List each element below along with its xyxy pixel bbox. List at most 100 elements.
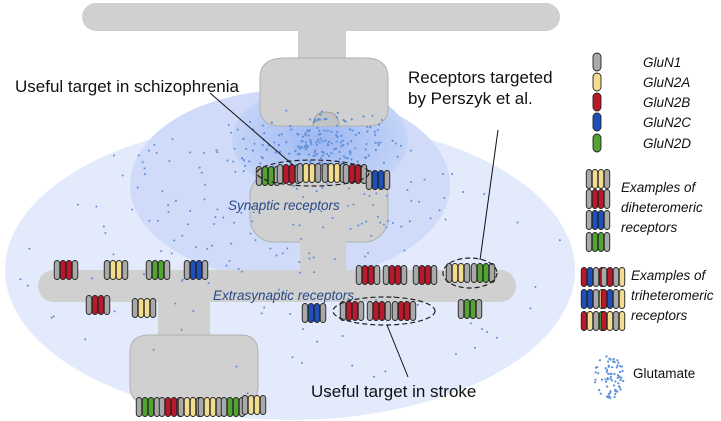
legend-glutamate-dot bbox=[621, 370, 624, 373]
legend-label-glun2d: GluN2D bbox=[643, 136, 691, 151]
synaptic-receptors-label: Synaptic receptors bbox=[228, 198, 340, 213]
legend-diheteromeric-example bbox=[585, 189, 611, 209]
legend-triheteromeric-example bbox=[600, 267, 626, 287]
perszyk-receptor-highlight bbox=[442, 257, 498, 289]
legend-glutamate-dot bbox=[597, 372, 600, 375]
legend-glutamate-dot bbox=[610, 379, 614, 382]
legend-label-glun1: GluN1 bbox=[643, 55, 681, 70]
spine-receptor bbox=[197, 397, 223, 417]
diheteromeric-label-line3: receptors bbox=[621, 220, 678, 235]
legend-diheteromeric-example bbox=[585, 169, 611, 189]
synaptic-receptor bbox=[342, 164, 368, 184]
legend-diheteromeric-example bbox=[585, 232, 611, 252]
legend-glutamate-dot bbox=[609, 377, 612, 380]
legend-glutamate-dot bbox=[598, 389, 601, 392]
perszyk-targeted-receptor bbox=[445, 263, 471, 283]
perszyk-annotation-line1: Receptors targeted bbox=[408, 68, 553, 87]
extrasynaptic-receptor bbox=[355, 265, 381, 285]
legend-glutamate-dot bbox=[620, 376, 623, 379]
spine-receptor bbox=[220, 397, 246, 417]
stroke-annotation: Useful target in stroke bbox=[311, 382, 476, 401]
legend-glutamate-dot bbox=[618, 386, 621, 389]
legend-glutamate-dot bbox=[608, 395, 611, 398]
legend-glutamate-dot bbox=[612, 384, 616, 387]
legend-glutamate-dot bbox=[606, 377, 609, 380]
spine-receptor bbox=[241, 395, 267, 415]
legend-glutamate-dot bbox=[600, 378, 604, 381]
legend-glutamate-dot bbox=[598, 359, 602, 362]
legend-subunit-swatch bbox=[592, 92, 602, 112]
legend-glutamate-dot bbox=[607, 360, 610, 363]
perszyk-leader-line bbox=[479, 129, 499, 261]
glutamate-legend-label: Glutamate bbox=[633, 366, 695, 381]
legend-glutamate-dot bbox=[616, 376, 619, 380]
legend-glutamate-dot bbox=[616, 364, 619, 367]
legend-glutamate-dot bbox=[615, 366, 618, 369]
legend-glutamate-dot bbox=[619, 378, 622, 382]
extrasynaptic-receptor bbox=[131, 298, 157, 318]
receptor-layer bbox=[53, 163, 496, 417]
legend-triheteromeric-example bbox=[600, 289, 626, 309]
legend-diheteromeric-example bbox=[585, 210, 611, 230]
stroke-targeted-receptor bbox=[366, 301, 392, 321]
legend-glutamate-dot bbox=[596, 366, 599, 369]
extrasynaptic-receptor bbox=[145, 260, 171, 280]
diheteromeric-label-line2: diheteromeric bbox=[621, 200, 703, 215]
legend-glutamate-dot bbox=[614, 389, 617, 393]
legend-glutamate-dot bbox=[604, 367, 607, 370]
legend-glutamate-dot bbox=[612, 358, 615, 361]
synaptic-receptor bbox=[296, 163, 322, 183]
legend-glutamate-dot bbox=[620, 365, 623, 368]
legend-label-glun2c: GluN2C bbox=[643, 115, 691, 130]
legend-glutamate-dot bbox=[605, 395, 609, 398]
legend-glutamate-dot bbox=[606, 368, 609, 372]
extrasynaptic-receptor bbox=[301, 303, 327, 323]
legend-glutamate-dot bbox=[605, 355, 608, 358]
legend-subunit-swatch bbox=[592, 72, 602, 92]
extrasynaptic-receptor bbox=[183, 260, 209, 280]
perszyk-annotation-line2: by Perszyk et al. bbox=[408, 89, 533, 108]
legend-glutamate-dot bbox=[611, 366, 614, 369]
legend-glutamate-dot bbox=[594, 371, 597, 374]
stroke-targeted-receptor bbox=[339, 301, 365, 321]
legend-glutamate-dot bbox=[613, 395, 616, 399]
perszyk-targeted-receptor bbox=[470, 263, 496, 283]
legend-glutamate-dot bbox=[618, 370, 622, 374]
triheteromeric-label-line1: Examples of bbox=[631, 268, 707, 283]
legend-glutamate-dot bbox=[614, 380, 617, 383]
legend-glutamate-dot bbox=[613, 372, 616, 376]
legend-glutamate-dot bbox=[609, 375, 612, 378]
legend-glutamate-dot bbox=[608, 357, 611, 360]
synaptic-receptor bbox=[365, 170, 391, 190]
legend-glutamate-dot bbox=[616, 390, 619, 393]
legend-glutamate-dot bbox=[607, 365, 610, 368]
legend-glutamate-dot bbox=[612, 360, 615, 363]
legend-triheteromeric-example bbox=[600, 311, 626, 331]
triheteromeric-label-line3: receptors bbox=[631, 308, 688, 323]
legend-glutamate-dot bbox=[607, 392, 610, 396]
schizophrenia-leader-line bbox=[209, 92, 294, 166]
extrasynaptic-receptor bbox=[103, 260, 129, 280]
legend-glutamate-dot bbox=[594, 378, 597, 381]
legend-glutamate-dot bbox=[609, 391, 612, 394]
legend-glutamate-dot bbox=[605, 385, 609, 388]
extrasynaptic-receptor bbox=[85, 295, 111, 315]
extrasynaptic-receptor bbox=[457, 299, 483, 319]
extrasynaptic-receptor bbox=[53, 260, 79, 280]
schizophrenia-receptor-highlight bbox=[256, 159, 370, 187]
diheteromeric-label-line1: Examples of bbox=[621, 180, 697, 195]
extrasynaptic-receptors-label: Extrasynaptic receptors bbox=[213, 288, 354, 303]
extrasynaptic-receptor bbox=[382, 265, 408, 285]
legend-glutamate-dot bbox=[604, 378, 607, 381]
legend-glutamate-dot bbox=[609, 372, 612, 375]
legend-label-glun2a: GluN2A bbox=[643, 75, 690, 90]
legend-glutamate-dot bbox=[593, 381, 597, 384]
legend-subunit-swatch bbox=[592, 133, 602, 153]
legend-glutamate-dot bbox=[617, 382, 620, 385]
stroke-leader-line bbox=[386, 324, 409, 378]
legend-glutamate-dot bbox=[605, 370, 608, 374]
legend-glutamate-dot bbox=[614, 392, 617, 396]
legend-glutamate-dot bbox=[622, 379, 625, 383]
legend-subunit-swatch bbox=[592, 52, 602, 72]
